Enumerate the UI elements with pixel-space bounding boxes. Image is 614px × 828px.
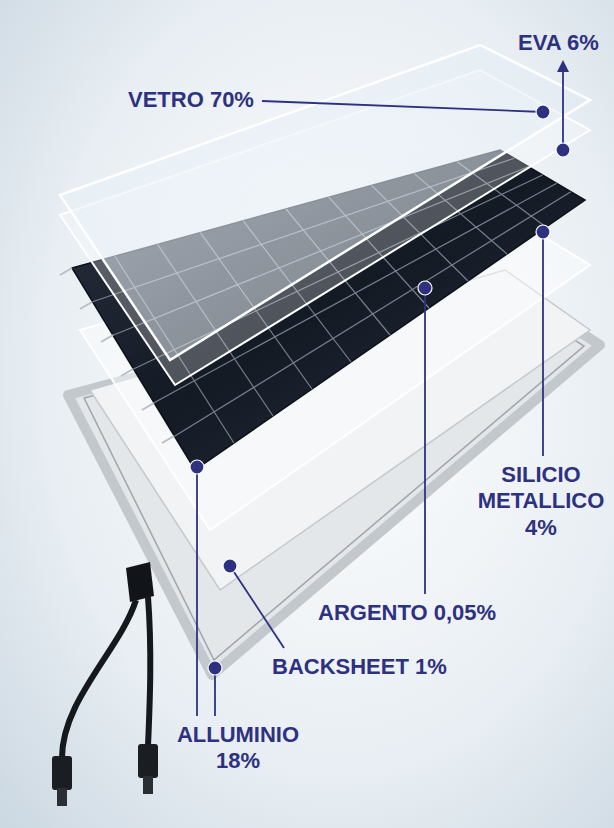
leader-line [424, 288, 426, 594]
leader-line [562, 66, 564, 150]
leader-line [542, 232, 544, 456]
part-label: EVA 6% [518, 30, 599, 56]
callout-dot [536, 225, 550, 239]
cable [148, 597, 150, 746]
callout-dot [418, 281, 432, 295]
callout-dot [536, 105, 550, 119]
cable-connector [52, 756, 72, 790]
cable-connector [138, 744, 158, 778]
connector-tip [57, 788, 67, 806]
callout-dot [556, 143, 570, 157]
callout-dot [223, 559, 237, 573]
junction-box [126, 562, 154, 602]
arrow-head [557, 60, 569, 72]
leader-line [230, 566, 284, 648]
leader-line [262, 101, 543, 112]
callout-dot [208, 661, 222, 675]
part-label: BACKSHEET 1% [272, 654, 447, 680]
part-label: ARGENTO 0,05% [318, 600, 496, 626]
leader-line [196, 467, 198, 716]
connector-tip [143, 776, 153, 794]
callout-dot [190, 460, 204, 474]
part-label: SILICIO METALLICO 4% [474, 462, 608, 541]
cable [62, 600, 136, 758]
part-label: ALLUMINIO 18% [176, 722, 300, 775]
part-label: VETRO 70% [128, 87, 254, 113]
glass-layer [60, 45, 590, 360]
